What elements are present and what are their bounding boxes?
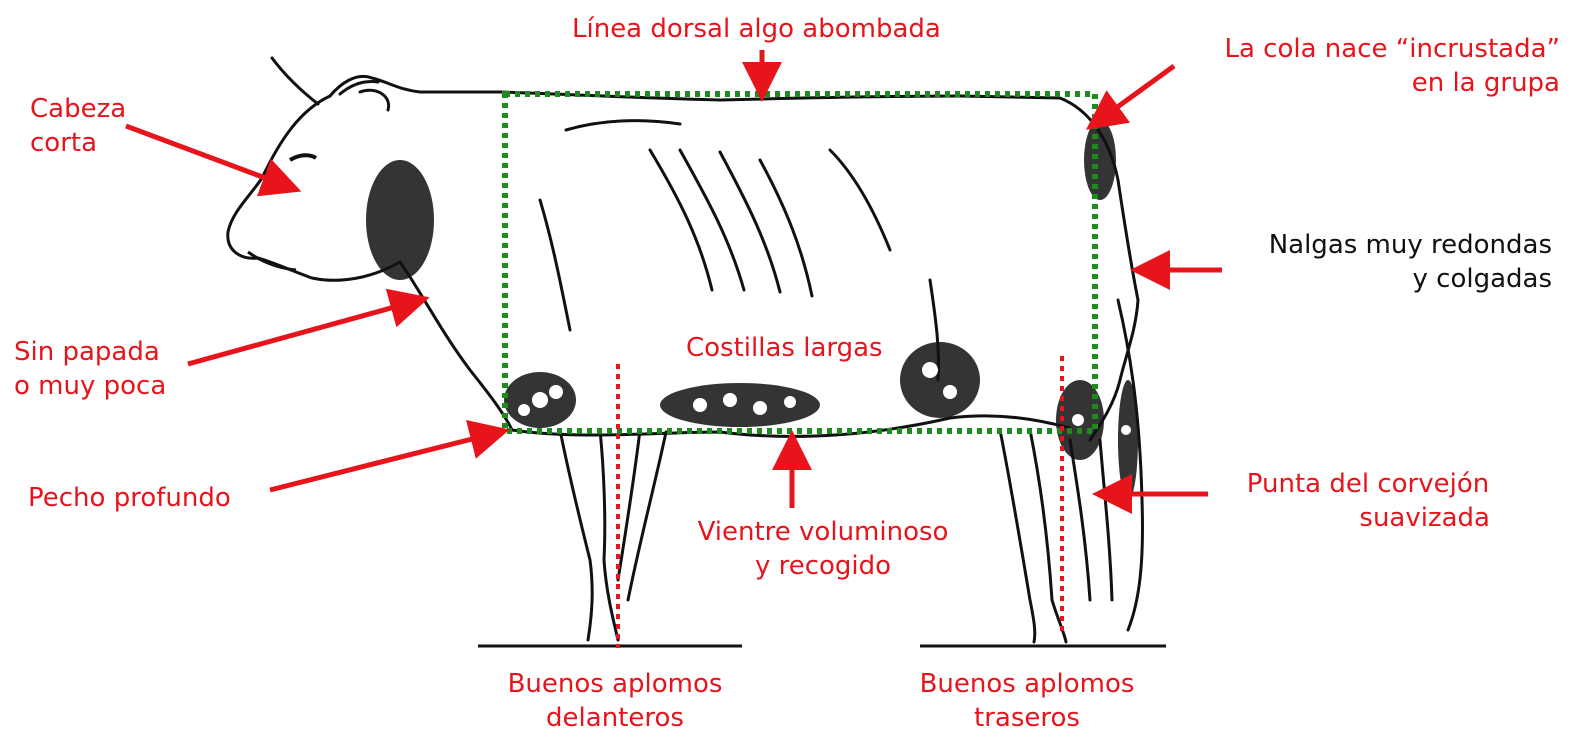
body-frame bbox=[502, 91, 1098, 434]
chest-text: Pecho profundo bbox=[28, 483, 231, 513]
arrow-dewlap bbox=[187, 288, 430, 367]
dewlap-text-2: o muy poca bbox=[14, 371, 167, 401]
head-text-2: corta bbox=[30, 128, 98, 158]
cow-shading bbox=[366, 120, 1138, 500]
buttocks-label: Nalgas muy redondas y colgadas bbox=[1269, 228, 1552, 296]
hock-label: Punta del corvejón suavizada bbox=[1218, 467, 1518, 535]
head-text-1: Cabeza bbox=[30, 94, 127, 124]
rear-legs-text-1: Buenos aplomos bbox=[919, 669, 1135, 699]
ribs-text: Costillas largas bbox=[686, 333, 883, 363]
buttocks-text-2: y colgadas bbox=[1412, 264, 1553, 294]
chest-label: Pecho profundo bbox=[28, 481, 231, 515]
ribs-label: Costillas largas bbox=[686, 331, 883, 365]
rear-legs-text-2: traseros bbox=[974, 703, 1080, 733]
dewlap-label: Sin papada o muy poca bbox=[14, 335, 166, 403]
rear-legs-label: Buenos aplomos traseros bbox=[892, 667, 1162, 735]
hock-text-2: suavizada bbox=[1359, 503, 1490, 533]
dorsal-line-text: Línea dorsal algo abombada bbox=[572, 14, 941, 44]
tail-text-1: La cola nace “incrustada” bbox=[1224, 34, 1561, 64]
cow-eye bbox=[288, 153, 318, 162]
arrow-chest bbox=[269, 419, 510, 493]
dewlap-text-1: Sin papada bbox=[14, 337, 160, 367]
buttocks-text-1: Nalgas muy redondas bbox=[1268, 230, 1552, 260]
head-label: Cabeza corta bbox=[30, 92, 126, 160]
belly-text-1: Vientre voluminoso bbox=[697, 517, 949, 547]
belly-text-2: y recogido bbox=[754, 551, 892, 581]
tail-label: La cola nace “incrustada” en la grupa bbox=[1225, 32, 1561, 100]
dorsal-line-label: Línea dorsal algo abombada bbox=[572, 12, 941, 46]
cow-mouth bbox=[247, 250, 297, 272]
front-legs-text-1: Buenos aplomos bbox=[507, 669, 723, 699]
arrow-tail bbox=[1085, 63, 1176, 130]
front-legs-label: Buenos aplomos delanteros bbox=[480, 667, 750, 735]
tail-text-2: en la grupa bbox=[1411, 68, 1560, 98]
belly-label: Vientre voluminoso y recogido bbox=[678, 515, 968, 583]
hock-text-1: Punta del corvejón bbox=[1246, 469, 1490, 499]
front-legs-text-2: delanteros bbox=[546, 703, 684, 733]
arrow-head bbox=[125, 123, 302, 197]
